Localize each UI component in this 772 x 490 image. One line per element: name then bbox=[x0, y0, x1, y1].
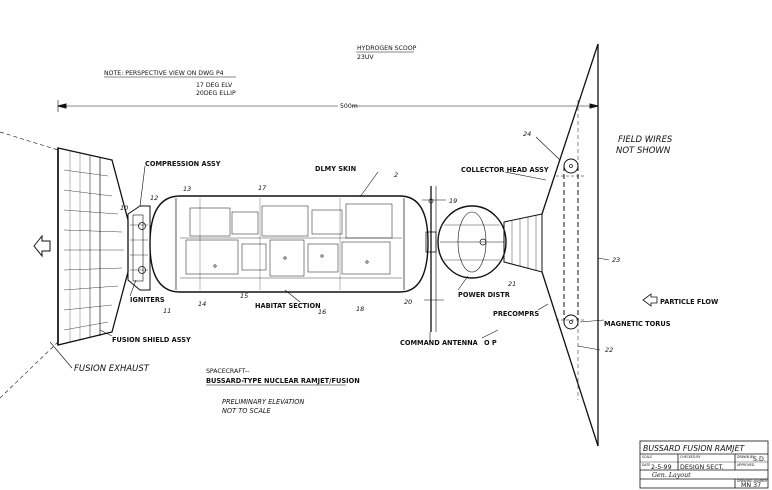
label-fusion-shield-assy: FUSION SHIELD ASSY bbox=[112, 336, 191, 344]
part-number: 14 bbox=[198, 300, 206, 308]
part-number: 18 bbox=[356, 305, 364, 313]
title-block-signature: Gen. Layout bbox=[652, 472, 691, 479]
label-power-distr: POWER DISTR bbox=[458, 291, 510, 299]
perspective-line-1: 17 DEG ELV bbox=[196, 82, 233, 89]
part-number: 19 bbox=[449, 197, 457, 205]
title-block-date: 2-5-99 bbox=[651, 464, 672, 471]
part-number: 11 bbox=[163, 307, 171, 315]
perspective-note: NOTE: PERSPECTIVE VIEW ON DWG P4 bbox=[104, 70, 224, 77]
field-wires-line-2: NOT SHOWN bbox=[616, 146, 671, 156]
exhaust-arrow bbox=[33, 234, 51, 258]
title-block-drawing-label: DRAWING NUMBER bbox=[737, 479, 768, 483]
compression-assy bbox=[127, 205, 151, 291]
title-block-dept: DESIGN SECT. bbox=[680, 464, 724, 471]
part-number: 20 bbox=[404, 298, 412, 306]
spacecraft-outline bbox=[0, 43, 658, 447]
title-block: BUSSARD FUSION RAMJET SCALE DATE 2-5-99 … bbox=[639, 440, 769, 489]
title-block-drawn-by: S.D. bbox=[753, 456, 766, 463]
title-block-date-label: DATE bbox=[642, 463, 650, 467]
label-op: O P bbox=[484, 339, 497, 347]
label-habitat-section: HABITAT SECTION bbox=[255, 302, 321, 310]
title-block-drawn-label: DRAWN BY bbox=[737, 455, 754, 459]
label-collector-head-assy: COLLECTOR HEAD ASSY bbox=[461, 166, 549, 174]
caption-prelim-1: PRELIMINARY ELEVATION bbox=[222, 398, 304, 406]
annotations: HYDROGEN SCOOP 23UV NOTE: PERSPECTIVE VI… bbox=[74, 45, 719, 415]
part-number: 12 bbox=[150, 194, 158, 202]
label-particle-flow: PARTICLE FLOW bbox=[660, 298, 719, 306]
part-number: 17 bbox=[258, 184, 267, 192]
label-fusion-exhaust: FUSION EXHAUST bbox=[74, 364, 150, 374]
part-number: 23 bbox=[612, 256, 620, 264]
hydrogen-scoop-label: HYDROGEN SCOOP bbox=[357, 45, 417, 52]
title-block-checked-label: CHECKED BY bbox=[680, 455, 700, 459]
part-number: 13 bbox=[183, 185, 191, 193]
field-wires-line-1: FIELD WIRES bbox=[618, 135, 673, 145]
perspective-line-2: 20DEG ELLIP bbox=[196, 90, 236, 97]
label-dlmy-skin: DLMY SKIN bbox=[315, 165, 356, 173]
power-distr-sphere bbox=[437, 205, 507, 279]
caption-type: BUSSARD-TYPE NUCLEAR RAMJET/FUSION bbox=[206, 377, 360, 385]
title-block-approved-label: APPROVED bbox=[737, 463, 755, 467]
title-block-drawing-number: MN 37 bbox=[741, 482, 761, 489]
antenna-mast bbox=[422, 186, 446, 332]
leader-lines bbox=[49, 136, 610, 369]
label-igniters: IGNITERS bbox=[130, 296, 165, 304]
exhaust-guide-top bbox=[0, 131, 59, 151]
part-number: 2 bbox=[394, 171, 398, 179]
habitat-section bbox=[149, 195, 429, 293]
part-number: 21 bbox=[508, 280, 516, 288]
part-number: 22 bbox=[605, 346, 613, 354]
label-magnetic-torus: MAGNETIC TORUS bbox=[604, 320, 671, 328]
caption-spacecraft: SPACECRAFT-- bbox=[206, 368, 249, 375]
label-precomprs: PRECOMPRS bbox=[493, 310, 539, 318]
title-block-scale-label: SCALE bbox=[642, 455, 652, 459]
exhaust-guide-bottom bbox=[0, 341, 59, 399]
part-number: 10 bbox=[120, 204, 128, 212]
particle-flow-arrow bbox=[642, 293, 658, 307]
title-block-title: BUSSARD FUSION RAMJET bbox=[643, 444, 746, 453]
part-number: 24 bbox=[523, 130, 531, 138]
label-underlines bbox=[104, 51, 414, 386]
part-number: 16 bbox=[318, 308, 326, 316]
dimension-line bbox=[57, 100, 599, 112]
fusion-shield bbox=[57, 147, 129, 346]
label-command-antenna: COMMAND ANTENNA bbox=[400, 339, 479, 347]
label-compression-assy: COMPRESSION ASSY bbox=[145, 160, 221, 168]
hydrogen-scoop-sub: 23UV bbox=[357, 54, 374, 61]
magnetic-torus bbox=[563, 100, 579, 400]
dimension-label: 500m bbox=[340, 103, 358, 110]
precompressor bbox=[503, 213, 543, 273]
part-number: 15 bbox=[240, 292, 248, 300]
caption-prelim-2: NOT TO SCALE bbox=[222, 407, 272, 415]
